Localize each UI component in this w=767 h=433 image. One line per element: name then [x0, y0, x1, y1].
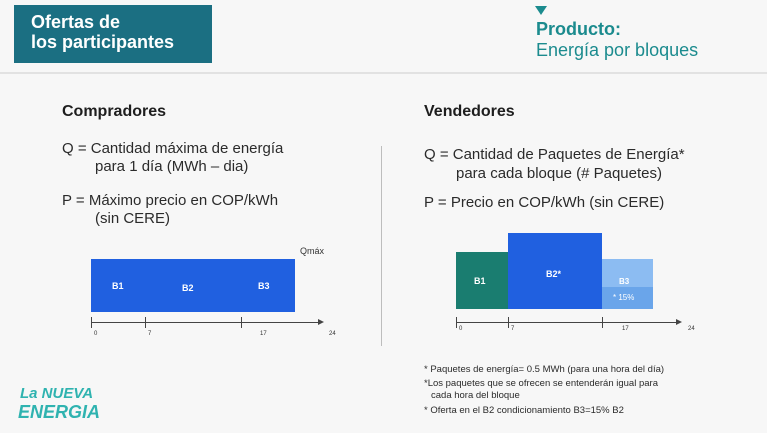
sellers-axis-arrow-icon	[676, 319, 682, 325]
logo-line-2: ENERGIA	[18, 402, 100, 422]
buyers-p-line-1: P = Máximo precio en COP/kWh	[62, 192, 279, 209]
header-divider	[0, 72, 767, 74]
sellers-block-b3-label: B3	[619, 277, 630, 286]
note-3: cada hora del bloque	[431, 390, 520, 401]
sellers-heading: Vendedores	[424, 103, 515, 120]
sellers-tick-label-0: 0	[459, 326, 463, 332]
title-line-2: los participantes	[31, 32, 175, 52]
buyers-tick-label-17: 17	[260, 331, 267, 337]
buyers-tick-17	[241, 317, 242, 328]
qmax-label: Qmáx	[300, 246, 325, 256]
buyers-block-bar: B1 B2 B3	[91, 259, 295, 312]
sellers-block-b3-pct: * 15%	[613, 293, 635, 302]
buyers-q-line-1: Q = Cantidad máxima de energía	[62, 140, 284, 157]
sellers-q-line-1: Q = Cantidad de Paquetes de Energía*	[424, 146, 685, 163]
sellers-time-axis	[456, 322, 678, 323]
sellers-tick-label-24: 24	[688, 326, 695, 332]
sellers-block-b3: B3 * 15%	[602, 259, 653, 309]
sellers-block-b3-top	[602, 259, 653, 287]
slide-title: Ofertas de los participantes	[14, 5, 212, 63]
buyers-q-line-2: para 1 día (MWh – dia)	[95, 158, 249, 175]
note-4: * Oferta en el B2 condicionamiento B3=15…	[424, 405, 624, 416]
sellers-tick-7	[508, 317, 509, 328]
note-2: *Los paquetes que se ofrecen se entender…	[424, 378, 658, 389]
sellers-block-b1-label: B1	[474, 276, 486, 286]
sellers-tick-0	[456, 317, 457, 328]
buyers-tick-label-7: 7	[148, 331, 152, 337]
buyers-block-b1: B1	[112, 281, 124, 291]
sellers-q-line-2: para cada bloque (# Paquetes)	[456, 165, 662, 182]
buyers-block-b3: B3	[258, 281, 270, 291]
note-1: * Paquetes de energía= 0.5 MWh (para una…	[424, 364, 665, 375]
sellers-block-b1: B1	[456, 252, 508, 309]
sellers-block-b2-label: B2*	[546, 269, 562, 279]
sellers-tick-label-17: 17	[622, 326, 629, 332]
product-value: Energía por bloques	[536, 40, 699, 60]
sellers-tick-17	[602, 317, 603, 328]
buyers-axis-arrow-icon	[318, 319, 324, 325]
triangle-marker-icon	[535, 6, 547, 15]
product-label: Producto:	[536, 19, 621, 39]
buyers-tick-label-24: 24	[329, 331, 336, 337]
buyers-block-b2: B2	[182, 283, 194, 293]
buyers-tick-7	[145, 317, 146, 328]
la-nueva-energia-logo: La NUEVA ENERGIA	[18, 385, 100, 422]
buyers-time-axis	[91, 322, 319, 323]
buyers-heading: Compradores	[62, 103, 167, 120]
buyers-tick-0	[91, 317, 92, 328]
sellers-p-line-1: P = Precio en COP/kWh (sin CERE)	[424, 194, 665, 211]
column-divider	[381, 146, 382, 346]
buyers-p-line-2: (sin CERE)	[95, 210, 171, 227]
buyers-tick-label-0: 0	[94, 331, 98, 337]
logo-line-1: La NUEVA	[20, 385, 93, 402]
sellers-block-b2: B2*	[508, 233, 602, 309]
title-line-1: Ofertas de	[31, 12, 121, 32]
sellers-tick-label-7: 7	[511, 326, 515, 332]
